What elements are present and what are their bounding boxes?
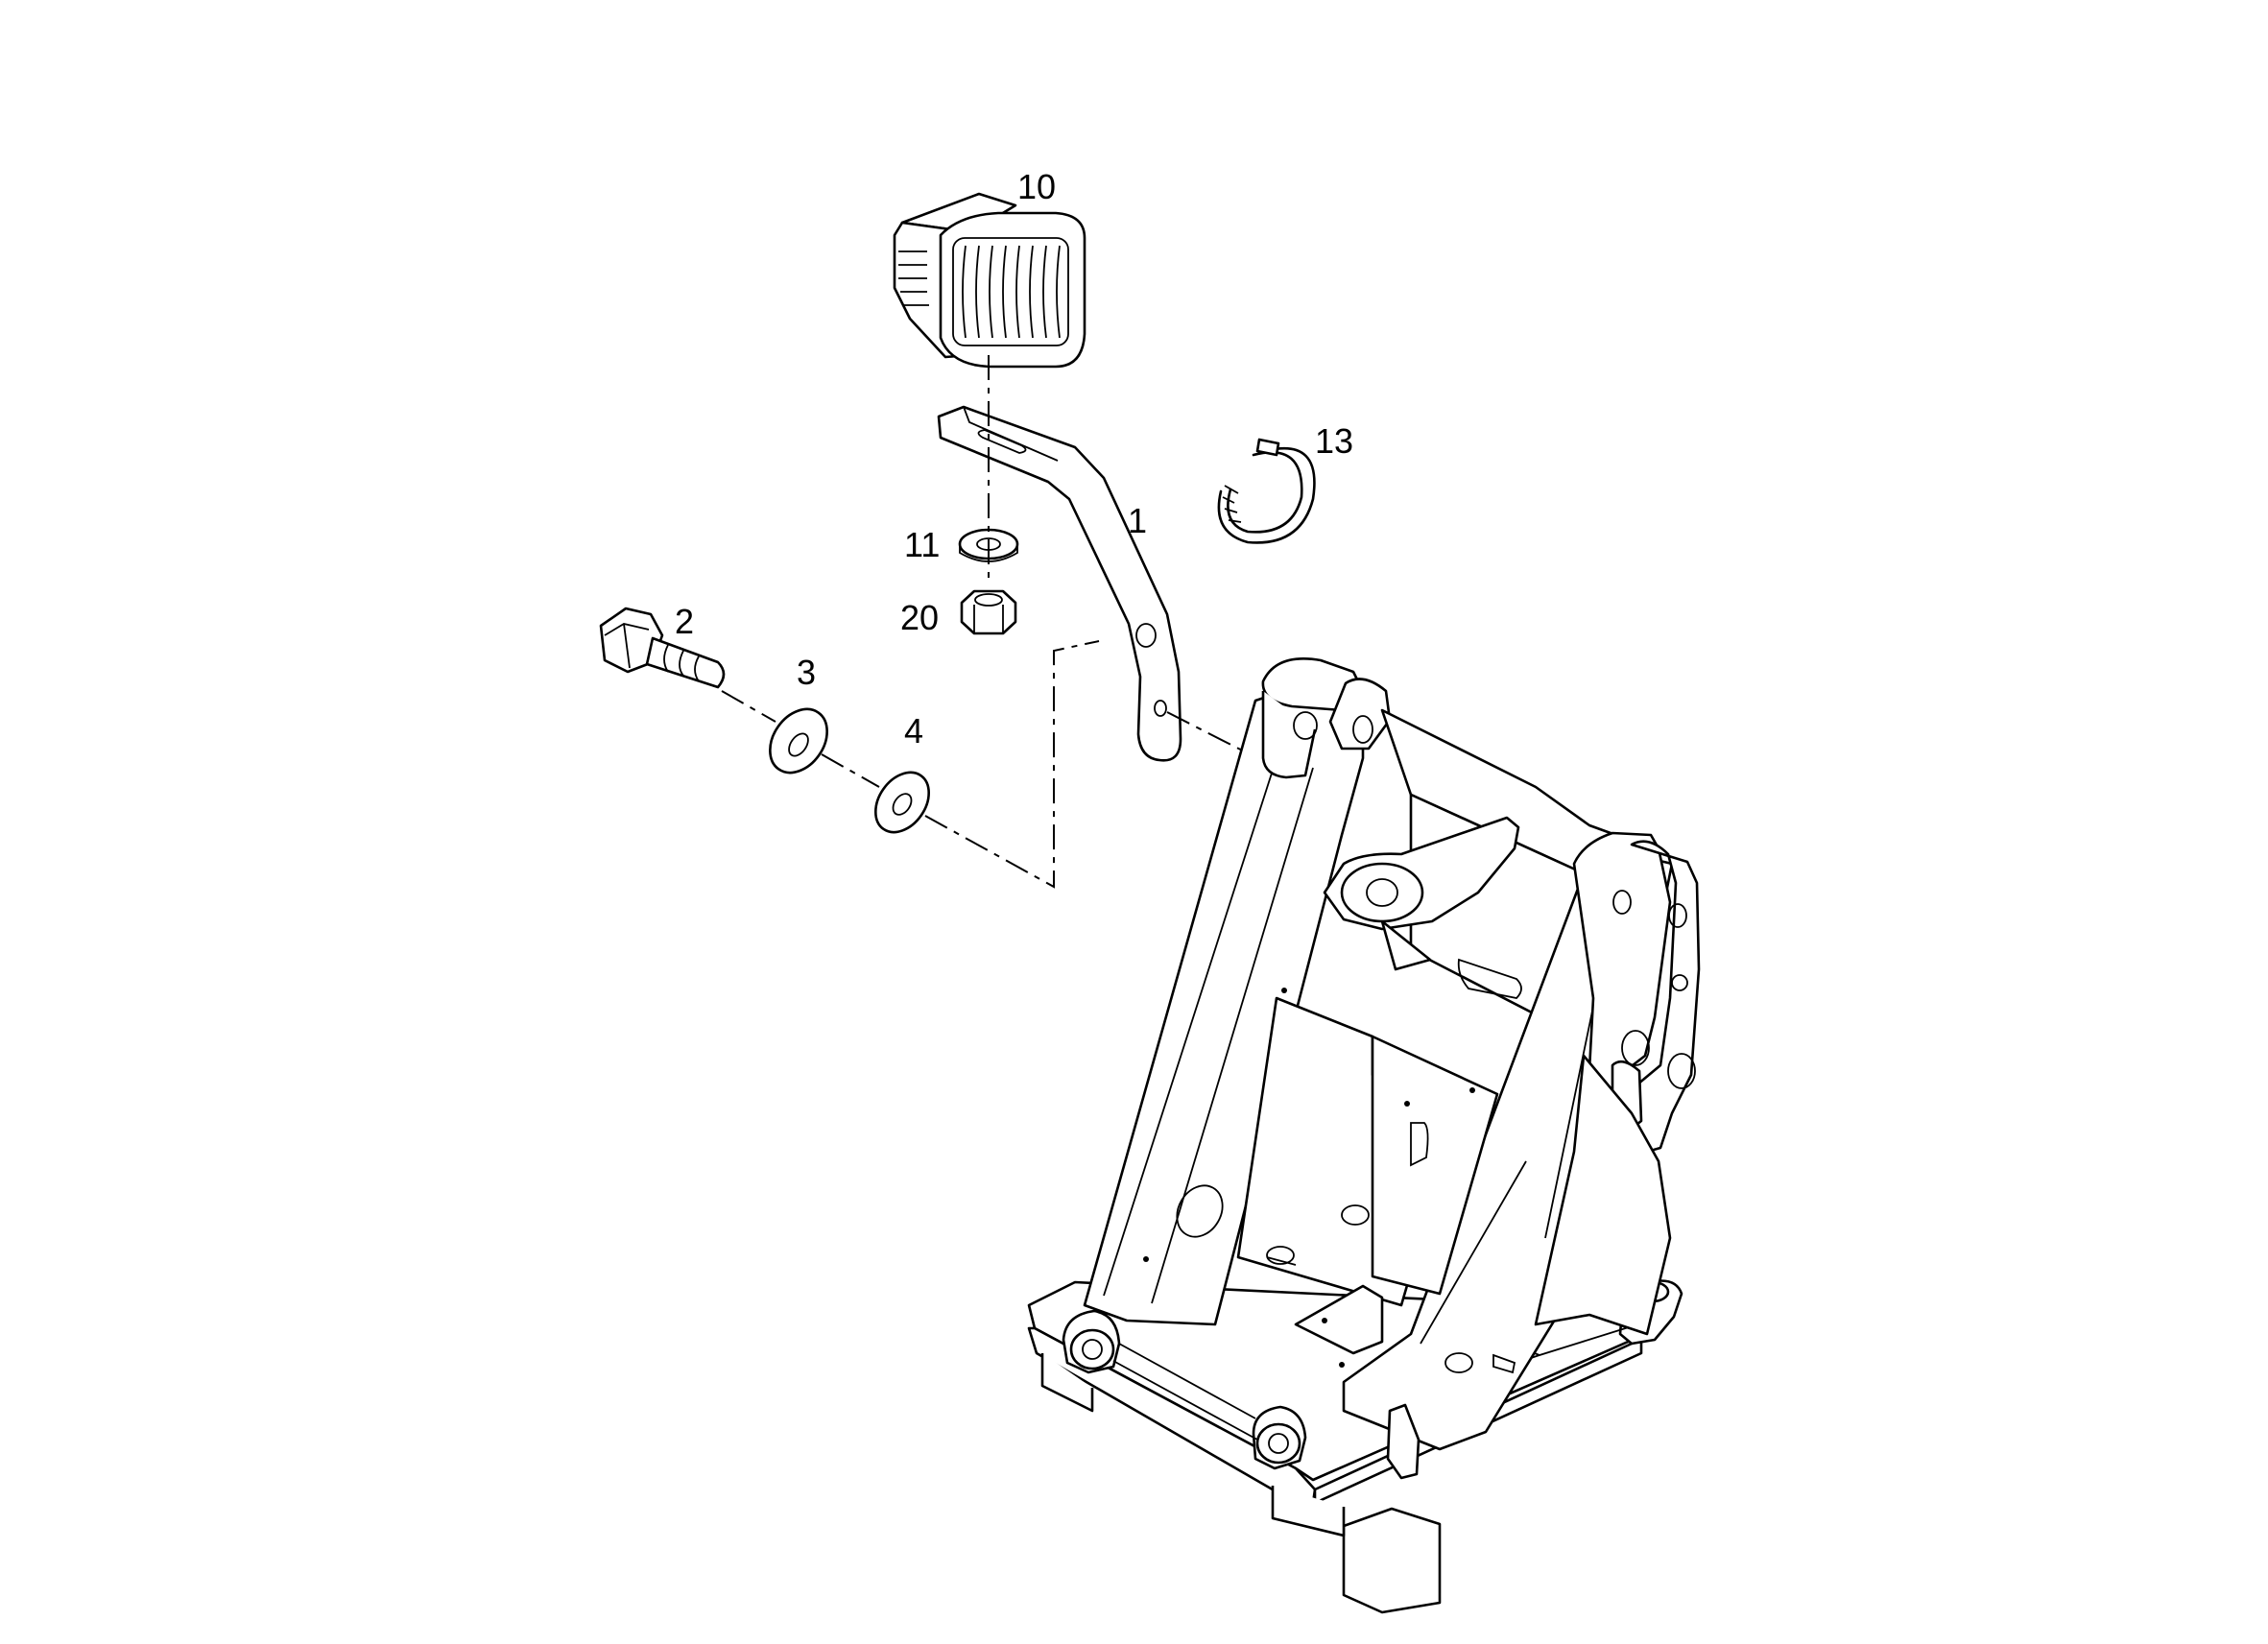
callout-3: 3: [797, 653, 816, 692]
callout-11: 11: [904, 525, 940, 564]
callout-2: 2: [675, 602, 694, 641]
callout-13: 13: [1315, 421, 1353, 461]
callout-4: 4: [904, 711, 923, 751]
washer-4[interactable]: [865, 762, 940, 842]
hose-clamp-13[interactable]: [1217, 438, 1316, 544]
loader-frame: [1027, 657, 1701, 1614]
callout-labels: 10 13 1 11 20 2 3 4: [675, 167, 1353, 751]
callout-1: 1: [1128, 501, 1147, 540]
callout-10: 10: [1017, 167, 1056, 206]
callout-20: 20: [900, 598, 939, 637]
bolt-2[interactable]: [599, 607, 726, 689]
nut-20[interactable]: [960, 589, 1017, 635]
washer-3[interactable]: [758, 699, 839, 784]
mounting-bracket[interactable]: [937, 405, 1182, 762]
work-light[interactable]: [893, 192, 1086, 369]
